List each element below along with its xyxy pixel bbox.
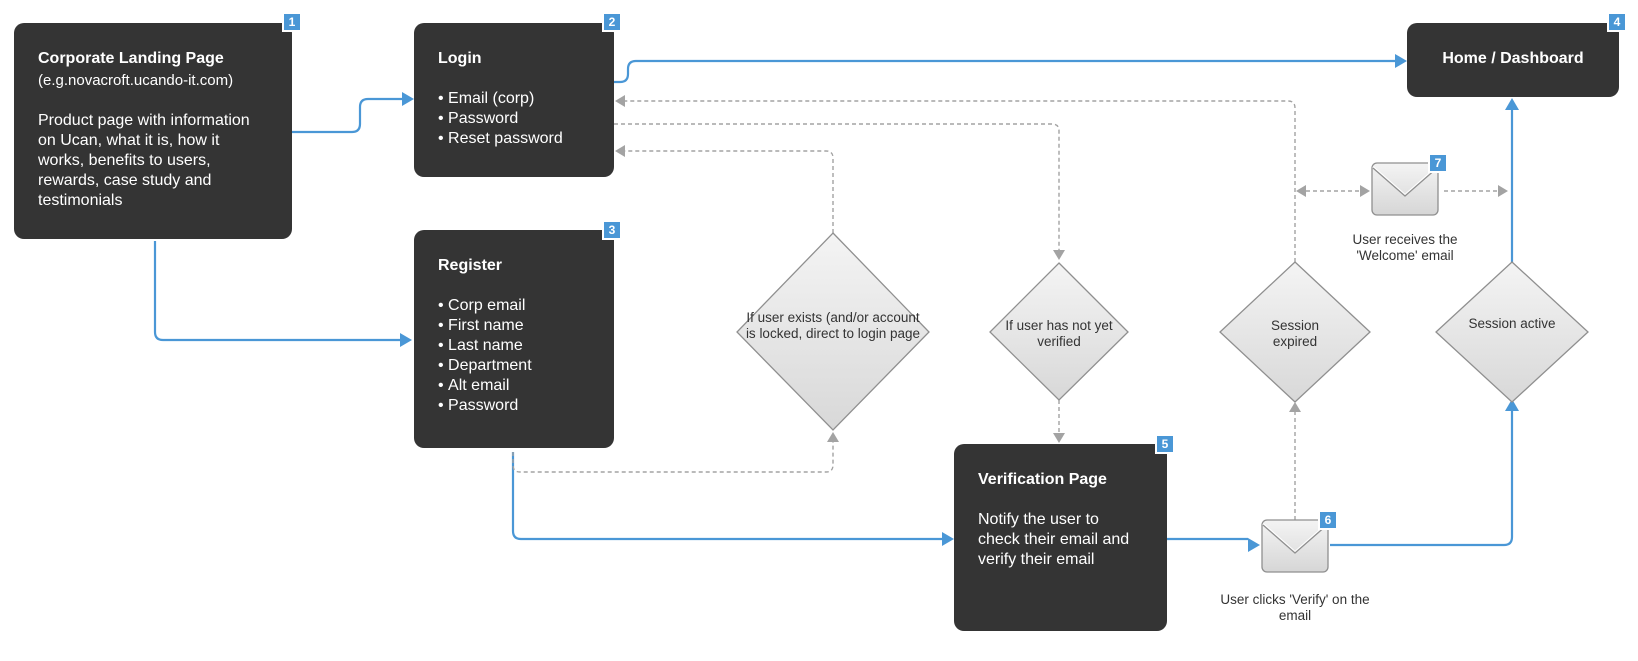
decision-not-verified-diamond <box>989 262 1129 401</box>
envelope-icon <box>1261 519 1329 573</box>
node-description: Notify the user to check their email and… <box>978 511 1130 568</box>
node-home-dashboard: Home / Dashboard <box>1407 23 1619 97</box>
node-register: Register Corp email First name Last name… <box>414 230 614 448</box>
flow-landing-to-register <box>153 241 400 342</box>
node-number-badge: 1 <box>282 12 302 32</box>
flow-register-to-verification <box>511 452 942 541</box>
flow-landing-to-login <box>292 97 402 134</box>
node-description: Product page with information on Ucan, w… <box>38 112 250 209</box>
dashed-session-expired-to-login <box>625 100 1296 262</box>
node-subtitle: (e.g.novacroft.ucando-it.com) <box>38 72 234 89</box>
decision-session-active-label: Session active <box>1468 316 1556 331</box>
field-item: Reset password <box>438 129 590 149</box>
decision-session-expired-label: Session expired <box>1270 318 1320 349</box>
field-item: Corp email <box>438 296 590 316</box>
flow-login-to-home <box>614 59 1395 84</box>
arrow-head <box>1248 538 1260 552</box>
node-login: Login Email (corp) Password Reset passwo… <box>414 23 614 177</box>
node-title: Login <box>438 50 482 67</box>
decision-not-verified-label: If user has not yet verified <box>1005 318 1113 349</box>
dashed-arrow-head <box>615 95 625 107</box>
node-title: Register <box>438 257 503 274</box>
field-item: Password <box>438 396 590 416</box>
dashed-arrow-head <box>1360 185 1370 197</box>
dashed-arrow-head <box>615 145 625 157</box>
field-list: Corp email First name Last name Departme… <box>438 296 590 416</box>
arrow-head <box>942 532 954 546</box>
field-item: First name <box>438 316 590 336</box>
node-number-badge: 5 <box>1155 434 1175 454</box>
node-verification-page: Verification Page Notify the user to che… <box>954 444 1167 631</box>
dashed-arrow-head <box>1498 185 1508 197</box>
decision-user-exists-label: If user exists (and/or account is locked… <box>745 310 921 341</box>
node-number-badge: 3 <box>602 220 622 240</box>
arrow-head <box>1505 399 1519 411</box>
verify-email-caption: User clicks 'Verify' on the email <box>1220 592 1370 623</box>
arrow-head <box>1395 54 1407 68</box>
node-title: Corporate Landing Page <box>38 50 224 67</box>
field-item: Alt email <box>438 376 590 396</box>
dashed-arrow-head <box>827 432 839 442</box>
flow-verify-email-to-session-active <box>1330 410 1514 547</box>
node-title: Home / Dashboard <box>1442 50 1584 67</box>
arrow-head <box>1505 98 1519 110</box>
node-number-badge: 2 <box>602 12 622 32</box>
node-title: Verification Page <box>978 471 1107 488</box>
arrow-head <box>400 333 412 347</box>
node-number-badge: 4 <box>1607 12 1627 32</box>
dashed-arrow-head <box>1289 402 1301 412</box>
node-corporate-landing-page: Corporate Landing Page (e.g.novacroft.uc… <box>14 23 292 239</box>
field-item: Last name <box>438 336 590 356</box>
dashed-arrow-head <box>1053 250 1065 260</box>
dashed-user-exists-to-login <box>625 150 834 233</box>
decision-user-exists-diamond <box>736 232 930 431</box>
field-item: Email (corp) <box>438 89 590 109</box>
node-number-badge: 6 <box>1318 510 1338 530</box>
dashed-login-to-not-verified <box>614 123 1060 250</box>
decision-session-expired-diamond <box>1219 261 1371 403</box>
dashed-arrow-head <box>1296 185 1306 197</box>
field-item: Password <box>438 109 590 129</box>
envelope-icon <box>1371 162 1439 216</box>
welcome-email-caption: User receives the 'Welcome' email <box>1352 232 1458 263</box>
dashed-arrow-head <box>1053 433 1065 443</box>
decision-session-active-diamond <box>1435 261 1589 403</box>
arrow-head <box>402 92 414 106</box>
node-number-badge: 7 <box>1428 153 1448 173</box>
dashed-register-to-user-exists <box>512 442 834 473</box>
field-list: Email (corp) Password Reset password <box>438 89 590 149</box>
field-item: Department <box>438 356 590 376</box>
